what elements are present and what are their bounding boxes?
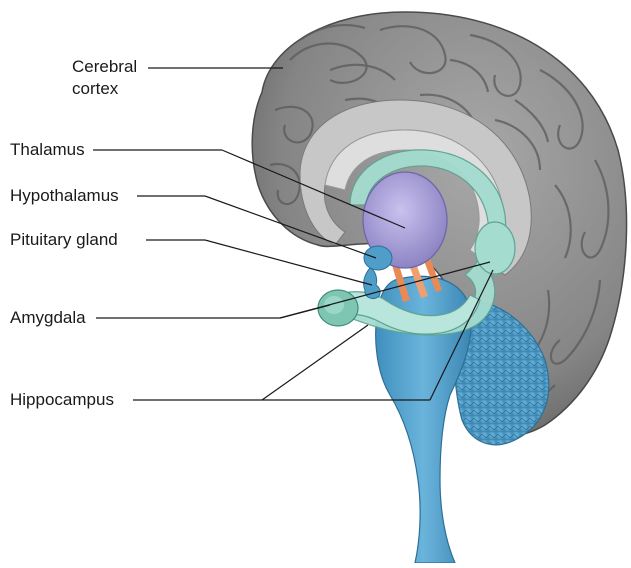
label-hypothalamus: Hypothalamus bbox=[10, 186, 119, 206]
label-amygdala: Amygdala bbox=[10, 308, 86, 328]
hypothalamus bbox=[364, 246, 392, 270]
label-cerebral-cortex-line1: Cerebral bbox=[72, 57, 137, 77]
hippocampal-tail bbox=[475, 222, 515, 274]
label-hippocampus: Hippocampus bbox=[10, 390, 114, 410]
leader-hippocampus-a bbox=[262, 325, 368, 400]
leader-pituitary-diag bbox=[205, 240, 372, 285]
label-pituitary-gland: Pituitary gland bbox=[10, 230, 118, 250]
label-cerebral-cortex-line2: cortex bbox=[72, 79, 118, 99]
label-thalamus: Thalamus bbox=[10, 140, 85, 160]
